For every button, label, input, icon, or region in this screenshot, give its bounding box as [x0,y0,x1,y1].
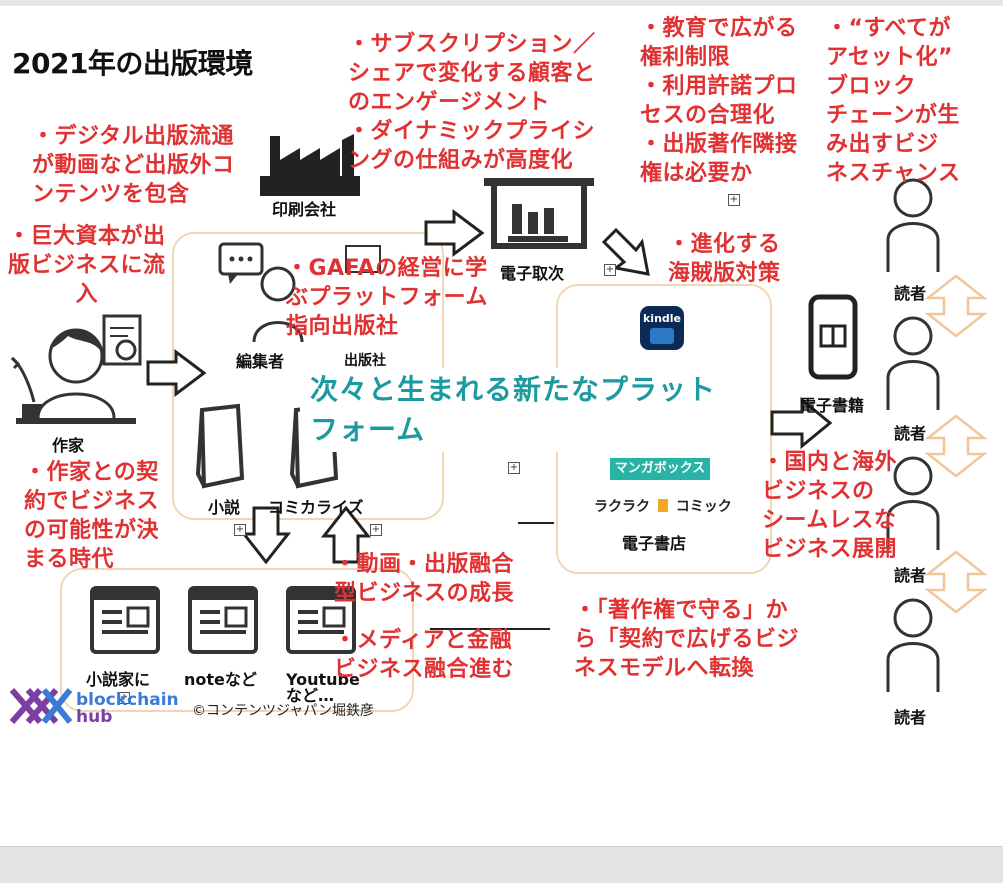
editor-person-icon [252,266,304,343]
top-bar [0,0,1003,6]
platform-box [60,568,414,712]
web-window-icon [90,586,160,654]
note-copyright: ・「著作権で守る」か ら「契約で広げるビジ ネスモデルへ転換 [574,598,800,681]
author-person-icon [10,314,142,424]
arrow-diagonal-icon [601,227,650,276]
note-digital: ・デジタル出版流通 が動画など出版外コ ンテンツを包含 [32,124,235,207]
note-education: ・教育で広がる 権利制限 ・利用許諾プロ セスの合理化 ・出版著作隣接 権は必要… [640,16,798,186]
publisher-label: 出版社 [344,353,386,369]
printing-label: 印刷会社 [272,200,337,219]
arrow-up-icon [320,505,372,564]
document-icon [345,245,381,273]
smartphone-icon [808,294,858,380]
note-author-contract: ・作家との契 約でビジネス の可能性が決 まる時代 [24,460,160,572]
reader-person-icon [886,178,940,272]
reader-person-icon [886,316,940,410]
updown-arrow-icon [924,274,988,338]
anchor-mark: + [728,194,740,206]
anchor-mark: + [604,264,616,276]
reader-label: 読者 [894,566,927,585]
novelist-label: 小説家に [86,670,151,689]
note-capital: ・巨大資本が出 版ビジネスに流 入 [8,224,166,307]
updown-arrow-icon [924,550,988,614]
arrow-right-icon [770,396,833,450]
comicalize-label: コミカライズ [268,498,364,517]
ebookstore-label: 電子書店 [622,534,687,553]
author-label: 作家 [52,436,85,455]
reader-label: 読者 [894,424,927,443]
factory-icon [260,134,360,196]
reader-person-icon [886,598,940,692]
note-asset: ・“すべてが アセット化” ブロック チェーンが生 み出すビジ ネスチャンス [826,16,961,186]
anchor-mark: + [118,692,130,704]
note-piracy: ・進化する 海賊版対策 [668,232,781,286]
updown-arrow-icon [924,414,988,478]
arrow-down-icon [240,506,292,565]
web-window-icon [188,586,258,654]
copyright-footer: ©コンテンツジャパン堀鉄彦 [192,703,374,719]
book-icon [195,403,245,489]
rakuraku-logo: ラクラク コミック [594,499,732,515]
note-domestic: ・国内と海外 ビジネスの シームレスな ビジネス展開 [762,450,898,562]
bottom-bar [0,846,1003,883]
distributor-label: 電子取次 [500,264,565,283]
slide-title: 2021年の出版環境 [12,47,253,80]
anchor-mark: + [234,524,246,536]
connector-line [518,522,554,524]
reader-person-icon [886,456,940,550]
reader-label: 読者 [894,284,927,303]
slide: 2021年の出版環境 印刷会社 電子取次 [0,6,993,740]
novel-label: 小説 [208,498,241,517]
platform-banner-text: 次々と生まれる新たなプラット フォーム [310,373,717,446]
anchor-mark: + [508,462,520,474]
blockchain-hub-logo-icon [9,688,73,724]
kindle-logo: kindle [640,306,684,350]
building-icon [484,178,594,249]
reader-label: 読者 [894,708,927,727]
arrow-right-icon [424,209,485,257]
anchor-mark: + [370,524,382,536]
note-video: ・動画・出版融合 型ビジネスの成長 [334,552,515,606]
web-window-icon [286,586,356,654]
note-label: noteなど [184,670,257,689]
platform-banner-bg [300,368,768,452]
mangabox-logo: マンガボックス [610,458,710,480]
chat-bubble-icon [218,242,264,284]
connector-line [430,628,550,630]
ebook-label: 電子書籍 [800,396,865,415]
youtube-label: Youtube など… [286,670,360,705]
blockchain-hub-logo-text: blockchain hub [76,690,179,727]
note-media: ・メディアと金融 ビジネス融合進む [334,628,515,682]
arrow-right-icon [146,349,207,397]
note-gafa: ・GAFAの経営に学 ぶプラットフォーム 指向出版社 [286,256,488,339]
note-subscription: ・サブスクリプション／ シェアで変化する顧客と のエンゲージメント ・ダイナミッ… [348,32,596,173]
editor-label: 編集者 [236,352,285,371]
